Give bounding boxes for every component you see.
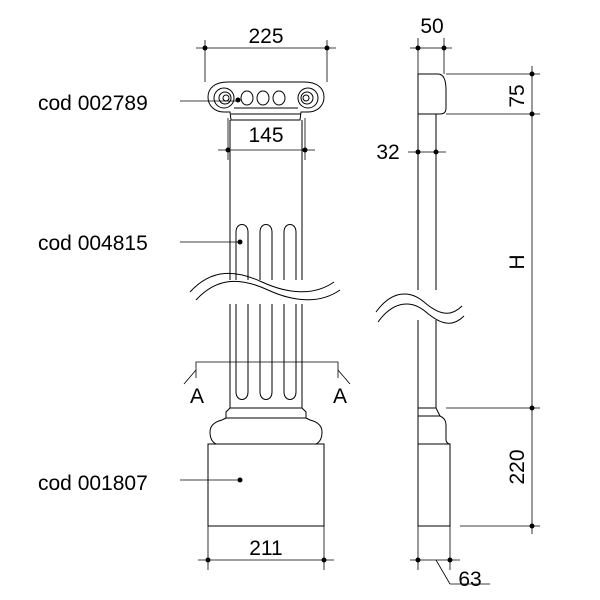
dim-label-63: 63 bbox=[458, 568, 481, 591]
code-label-001807: cod 001807 bbox=[38, 472, 148, 495]
code-capital: cod 002789 bbox=[38, 92, 238, 115]
dim-label-32: 32 bbox=[376, 141, 399, 164]
dim-label-h: H bbox=[506, 254, 529, 269]
section-line-a-a: A A bbox=[183, 361, 351, 408]
dim-shaft-width: 145 bbox=[218, 118, 315, 160]
code-label-002789: cod 002789 bbox=[38, 92, 148, 115]
section-mark-left: A bbox=[190, 385, 204, 408]
capital-side-profile bbox=[417, 73, 447, 115]
dim-vertical-chain: 75 H 220 bbox=[446, 66, 540, 534]
shaft-side bbox=[374, 114, 465, 408]
fluted-shaft bbox=[189, 120, 341, 419]
dim-label-75: 75 bbox=[506, 84, 529, 107]
dim-label-220: 220 bbox=[506, 449, 529, 484]
dim-label-225: 225 bbox=[248, 25, 283, 48]
dim-label-145: 145 bbox=[248, 124, 283, 147]
ionic-capital bbox=[207, 81, 325, 121]
dim-base-depth: 63 bbox=[410, 526, 490, 591]
section-mark-right: A bbox=[333, 385, 347, 408]
dim-capital-width: 225 bbox=[196, 25, 336, 82]
code-base: cod 001807 bbox=[38, 472, 240, 495]
dim-base-width: 211 bbox=[198, 526, 334, 570]
side-view: 50 32 bbox=[374, 15, 540, 591]
dim-shaft-depth: 32 bbox=[376, 141, 446, 164]
pedestal-base bbox=[207, 417, 325, 527]
front-view: 225 cod 002789 bbox=[38, 25, 351, 570]
dim-label-211: 211 bbox=[249, 537, 282, 560]
dim-top-depth: 50 bbox=[410, 15, 452, 74]
code-label-004815: cod 004815 bbox=[38, 232, 148, 255]
base-side-profile bbox=[417, 407, 451, 527]
dim-label-50: 50 bbox=[420, 15, 443, 38]
code-shaft: cod 004815 bbox=[38, 232, 240, 255]
